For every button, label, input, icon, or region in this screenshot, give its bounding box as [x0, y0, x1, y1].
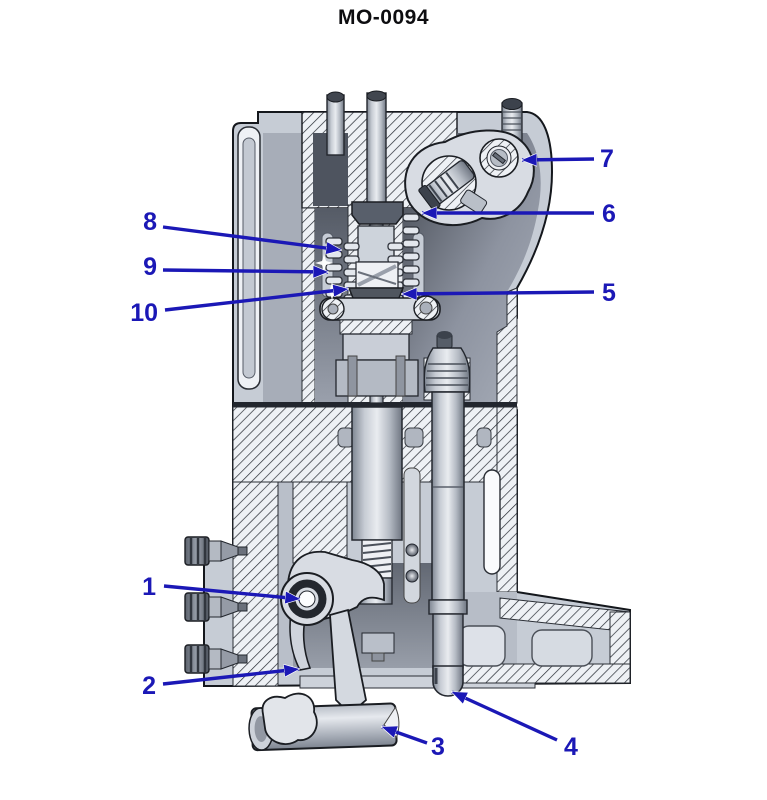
- callout-9-arrow: [162, 270, 328, 272]
- detent-ball-1: [405, 543, 419, 557]
- callout-3-label: 3: [431, 733, 445, 761]
- callout-5-label: 5: [602, 279, 616, 307]
- fuel-fitting-3: [184, 644, 248, 674]
- callout-7-label: 7: [600, 145, 614, 173]
- yoke-boss-right-core: [419, 301, 433, 315]
- top-stud-cap: [326, 91, 345, 103]
- fuel-fitting-1: [184, 536, 248, 566]
- detent-ball-2: [405, 569, 419, 583]
- spring-retainer: [351, 201, 404, 225]
- adjusting-screw-stub: [460, 189, 488, 214]
- callout-8-arrow: [162, 225, 341, 250]
- guide-stud-right: [395, 355, 406, 397]
- pushrod-knob-cap: [437, 331, 452, 339]
- detent-pin: [403, 467, 421, 604]
- callout-2-arrow: [162, 669, 299, 686]
- wire-2: [357, 271, 397, 285]
- flange-pocket-2: [404, 427, 424, 448]
- callout-10-arrow: [164, 289, 348, 312]
- flange-pocket-3: [476, 427, 492, 448]
- fuel-fittings: [184, 536, 248, 674]
- valve-spring-assembly: [315, 90, 441, 404]
- callout-1-arrow: [163, 584, 300, 599]
- callout-5-arrow: [402, 292, 595, 294]
- callout-labels: 1 2 3 4 5 6 7 8 9 10: [130, 145, 616, 761]
- callout-4-label: 4: [564, 733, 578, 761]
- follower-guide-nub: [371, 652, 385, 662]
- left-oil-channel-core: [242, 137, 256, 379]
- outer-spring: [325, 213, 420, 311]
- pushrod-body: [431, 391, 465, 601]
- left-mid-wall: [263, 133, 302, 403]
- top-stud: [326, 94, 345, 156]
- callout-arrows: [162, 159, 595, 745]
- callout-9-label: 9: [143, 253, 157, 281]
- mounting-foot: [458, 592, 631, 684]
- housing-cross-section: [203, 111, 631, 689]
- callout-7-arrow: [522, 159, 595, 160]
- pushrod-lower: [432, 613, 464, 669]
- pushrod-bell: [423, 347, 471, 393]
- figure-title: MO-0094: [337, 6, 430, 29]
- callout-6-label: 6: [602, 200, 616, 228]
- plunger-barrel: [351, 406, 403, 541]
- pushrod-tip: [432, 665, 464, 697]
- link-eye: [261, 692, 318, 745]
- rocker-stud-cap: [501, 98, 523, 110]
- sparkle-1: [315, 254, 333, 272]
- callout-1-label: 1: [142, 573, 156, 601]
- yoke-boss-left-core: [327, 303, 339, 315]
- rocker-arm-assembly: [404, 98, 535, 227]
- vent-slot: [483, 469, 501, 575]
- callout-2-label: 2: [142, 672, 156, 700]
- pushrod-collar: [428, 599, 468, 615]
- left-lower-wall: [232, 481, 279, 687]
- wire-1: [357, 264, 397, 287]
- pushrod-threads: [426, 363, 468, 386]
- guide-stud-left: [347, 355, 358, 397]
- callout-8-label: 8: [143, 208, 157, 236]
- screw-slot: [491, 151, 507, 165]
- rocker-stud-threads: [503, 111, 521, 131]
- split-line: [233, 402, 517, 407]
- follower-pin-hole: [298, 590, 316, 608]
- callout-4-arrow: [452, 690, 558, 742]
- callout-10-label: 10: [130, 299, 158, 327]
- pushrod: [423, 331, 471, 697]
- guide-hatch: [339, 319, 413, 335]
- cam-follower-assembly: [248, 550, 400, 752]
- follower-guide-block: [361, 632, 395, 654]
- callout-3-arrow: [382, 725, 428, 745]
- adjusting-screw: [418, 160, 475, 211]
- injector-stem-cap: [366, 90, 387, 102]
- fuel-fitting-2: [184, 592, 248, 622]
- left-bore-wall: [301, 207, 316, 404]
